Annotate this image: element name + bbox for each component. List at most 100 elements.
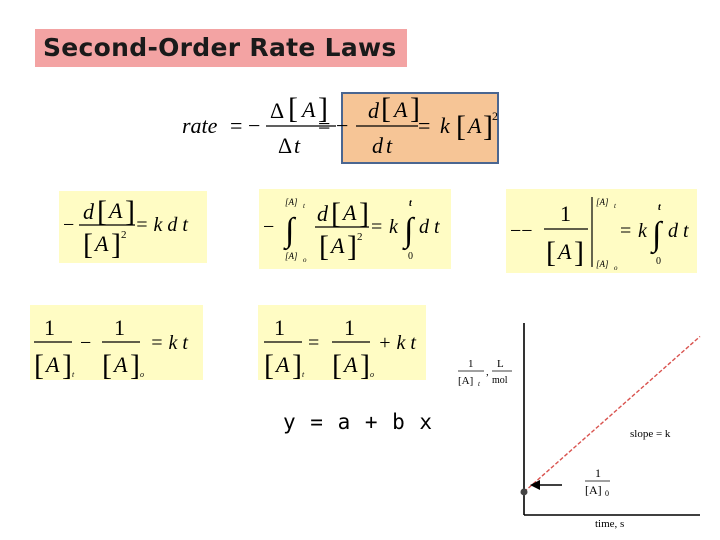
i1-bracket-close-a: ] <box>62 349 72 380</box>
rate-bracket-open3: [ <box>456 110 466 143</box>
rate-d: d <box>368 98 380 123</box>
rate-delta-num: Δ <box>270 98 284 123</box>
rate-lhs: rate <box>182 113 218 138</box>
int-A-den: A <box>329 233 345 258</box>
intercept-num: 1 <box>595 466 601 480</box>
y-unit-num: L <box>497 358 504 370</box>
i2-sub-t: t <box>302 370 305 379</box>
rate-bracket-close: ] <box>318 92 328 125</box>
int-exponent: 2 <box>357 231 363 243</box>
int-bracket-close-den: ] <box>347 230 357 263</box>
i2-bracket-close-a: ] <box>292 349 302 380</box>
rate-bracket-close2: ] <box>410 92 420 125</box>
int-minus: − <box>263 216 274 238</box>
y-label-den: [A] <box>458 375 473 387</box>
eval-eq: = <box>620 220 631 242</box>
eval-k: k <box>638 220 648 242</box>
integral-setup-equation: − [A] t ∫ [A] o d [ A ] [ A ] 2 = k t ∫ … <box>263 197 440 264</box>
intercept-den-sub: 0 <box>605 489 609 498</box>
integral-sign-1: ∫ <box>283 212 297 251</box>
i1-sub-t: t <box>72 370 75 379</box>
rate-t1: t <box>294 133 301 158</box>
diff-rhs: = k d t <box>135 214 188 236</box>
int-bracket-close: ] <box>359 197 369 230</box>
second-order-plot: 1 [A] t , L mol slope = k 1 [A] 0 time, … <box>458 323 701 530</box>
series-line <box>523 335 701 493</box>
eval-upper-sub: t <box>614 202 617 210</box>
integral-setup-box <box>259 189 451 269</box>
rate-A2: A <box>392 97 408 122</box>
int-zero: 0 <box>408 251 413 262</box>
rate-exponent: 2 <box>492 109 498 123</box>
y-label-num: 1 <box>468 358 474 370</box>
i2-rhs: + k t <box>378 332 416 354</box>
eval-lower: [A] <box>596 259 609 269</box>
diff-minus: − <box>63 214 74 236</box>
int-bracket-open: [ <box>331 197 341 230</box>
eval-dt: d t <box>668 220 689 242</box>
rate-A1: A <box>300 97 316 122</box>
eval-A: A <box>556 239 572 264</box>
int-lower-sub: o <box>303 256 307 264</box>
int-upper-limit: [A] <box>285 197 298 207</box>
intercept-arrowhead <box>530 480 540 490</box>
i1-one-a: 1 <box>44 315 55 340</box>
i1-bracket-close-b: ] <box>130 349 140 380</box>
i2-bracket-open-b: [ <box>332 349 342 380</box>
eval-lower-sub: o <box>614 264 618 272</box>
i2-bracket-close-b: ] <box>360 349 370 380</box>
i1-minus: − <box>80 332 91 354</box>
diff-bracket-close: ] <box>125 195 135 228</box>
i2-eq: = <box>308 332 319 354</box>
i2-one-b: 1 <box>344 315 355 340</box>
rate-eq1: = <box>230 113 242 138</box>
rate-d-den: d <box>372 133 384 158</box>
rate-eq2: = <box>318 113 330 138</box>
rate-delta-den: Δ <box>278 133 292 158</box>
int-lower-limit: [A] <box>285 251 298 261</box>
x-axis-label: time, s <box>595 518 624 530</box>
i2-A-b: A <box>342 352 358 377</box>
integral-eval-box <box>506 189 697 273</box>
diff-A-den: A <box>93 231 109 256</box>
differential-equation: − d [ A ] [ A ] 2 = k d t <box>63 195 188 261</box>
y-label-comma: , <box>486 366 489 378</box>
eval-upper: [A] <box>596 197 609 207</box>
integrated-equation-1: 1 [ A ] t − 1 [ A ] o = k t <box>34 315 188 380</box>
diff-d: d <box>83 199 95 224</box>
diff-bracket-close-den: ] <box>111 228 121 261</box>
int-bracket-open-den: [ <box>319 230 329 263</box>
i1-A-a: A <box>44 352 60 377</box>
i2-sub-o: o <box>370 370 374 379</box>
integral-sign-3: ∫ <box>650 216 664 255</box>
int-upper-sub: t <box>303 202 306 210</box>
eval-bracket-close: ] <box>574 236 584 269</box>
intercept-den: [A] <box>585 483 602 497</box>
eval-prefix: −− <box>510 220 533 242</box>
rate-t2: t <box>386 133 393 158</box>
slope-label: slope = k <box>630 428 671 440</box>
int-dt: d t <box>419 216 440 238</box>
eval-t-upper: t <box>658 202 662 213</box>
rate-A3: A <box>466 113 482 138</box>
rate-bracket-open: [ <box>288 92 298 125</box>
diff-A-num: A <box>107 198 123 223</box>
i1-sub-o: o <box>140 370 144 379</box>
integral-eval-equation: −− 1 [ A ] [A] t [A] o = k t ∫ 0 d t <box>510 197 689 272</box>
rate-eq3: = <box>418 113 430 138</box>
rate-k: k <box>440 113 451 138</box>
intercept-point <box>520 488 528 496</box>
i2-bracket-open-a: [ <box>264 349 274 380</box>
diff-bracket-open-den: [ <box>83 228 93 261</box>
int-d: d <box>317 201 329 226</box>
i2-A-a: A <box>274 352 290 377</box>
rate-bracket-open2: [ <box>381 92 391 125</box>
i1-bracket-open-a: [ <box>34 349 44 380</box>
int-A-num: A <box>341 200 357 225</box>
rate-bracket-close3: ] <box>483 110 493 143</box>
diff-exponent: 2 <box>121 229 127 241</box>
linear-form: y = a + b x <box>283 410 434 434</box>
i1-bracket-open-b: [ <box>102 349 112 380</box>
i1-rhs: = k t <box>150 332 188 354</box>
slide-title: Second-Order Rate Laws <box>35 29 407 67</box>
